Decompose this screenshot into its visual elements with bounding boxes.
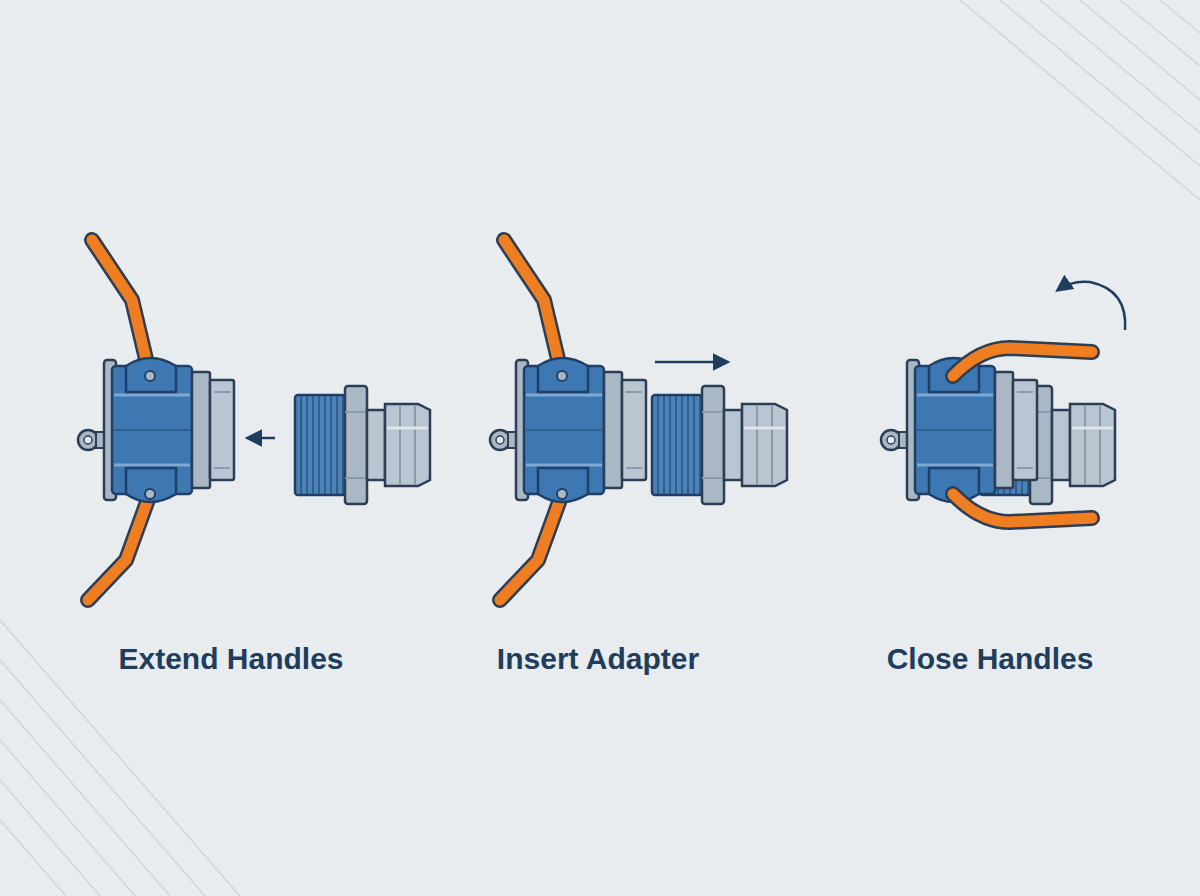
coupler-handles-closed <box>881 282 1125 522</box>
step-label: Insert Adapter <box>398 642 798 676</box>
coupler-insert <box>490 240 787 600</box>
coupler-handles-open <box>78 240 430 600</box>
step-label: Close Handles <box>790 642 1190 676</box>
step-label: Extend Handles <box>31 642 431 676</box>
